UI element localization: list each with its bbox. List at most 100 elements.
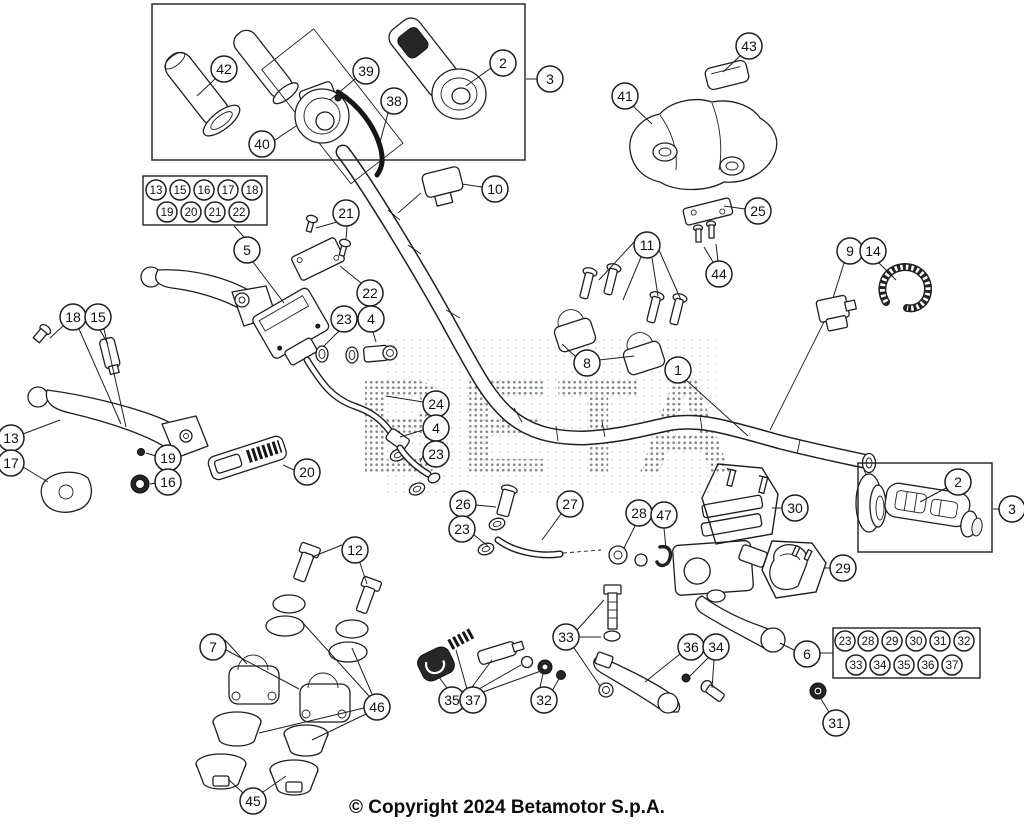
callout-12 [341,536,369,564]
callout-8 [573,349,601,377]
ref-23 [834,630,856,652]
callout-3 [998,495,1024,523]
callout-label: 29 [835,560,851,576]
leader-line [224,639,248,665]
right-grip-art [855,473,983,538]
cable-adjuster-art [207,435,287,481]
callout-44 [705,260,733,288]
callout-label: 33 [558,629,574,645]
callout-43 [735,32,763,60]
callout-label: 17 [3,455,19,471]
leader-line [573,647,601,687]
front-master-cylinder-art [140,266,398,366]
ref-label: 18 [246,185,259,197]
leader-line [779,642,795,651]
leader-line [345,225,348,241]
ref-19 [156,201,178,223]
clutch-lever-art [27,323,209,494]
leader-line [598,240,636,281]
clamp-group-hex [761,540,827,599]
right-grip-group-box [857,462,993,553]
leader-line [723,205,746,210]
callout-label: 23 [454,521,470,537]
ref-label: 13 [150,185,163,197]
callout-label: 4 [432,420,440,436]
ref-label: 15 [174,185,187,197]
leader-line [820,698,830,713]
leader-line [651,257,659,297]
lever-cover-art [40,471,93,513]
clamp-bolts-art [293,541,383,615]
clutch-hose-art [303,356,441,496]
brake-hose-art [477,484,673,568]
leader-line [878,262,897,281]
callout-label: 42 [216,61,232,77]
callout-label: 8 [583,355,591,371]
leader-line [311,544,343,558]
callout-label: 35 [444,692,460,708]
lever-boot-art [417,646,455,682]
switch-art [397,166,464,214]
callout-label: 2 [499,55,507,71]
callout-40 [248,130,276,158]
callout-label: 41 [617,88,633,104]
leader-line [315,221,338,229]
left-grip-art [164,51,241,137]
leader-line [551,678,560,692]
callout-37 [459,686,487,714]
ref-20 [180,201,202,223]
leader-line [832,262,845,299]
ref-30 [905,630,927,652]
leader-line [372,331,377,343]
callout-label: 11 [640,237,655,253]
ref-33 [845,654,867,676]
callout-label: 37 [465,692,481,708]
callout-16 [154,468,182,496]
leader-line [541,513,562,541]
leader-line [196,78,216,97]
callout-38 [380,87,408,115]
callout-2 [944,468,972,496]
callout-label: 22 [362,285,378,301]
copyright-text: © Copyright 2024 Betamotor S.p.A. [349,797,665,818]
leader-line [561,343,577,358]
bracket-art [291,214,352,281]
ref-34 [869,654,891,676]
bar-pad-art [629,99,778,191]
clutch-parts-kit-box [142,175,268,226]
callout-11 [633,231,661,259]
callout-4 [357,305,385,333]
ref-label: 36 [922,660,935,672]
callout-label: 3 [1008,501,1016,517]
leader-line [539,673,544,688]
leader-line [311,713,367,741]
leader-line [385,395,424,403]
leader-line [258,707,365,734]
ref-21 [204,201,226,223]
callout-2 [489,49,517,77]
kill-switch-art [769,294,857,431]
throttle-housing-art [294,81,350,144]
spiral-clip-art [878,263,933,313]
leader-line [22,466,49,483]
leader-line [576,599,605,631]
callout-label: 23 [336,311,352,327]
leader-line [689,657,709,677]
leader-line [473,534,489,547]
ref-label: 20 [185,207,198,219]
callout-23 [330,305,358,333]
callout-46 [363,693,391,721]
leader-line [78,328,122,425]
leader-line [329,78,356,101]
callout-21 [332,199,360,227]
callout-label: 44 [711,266,727,282]
leader-line [22,419,61,435]
callout-7 [199,633,227,661]
callout-label: 21 [338,205,354,221]
leader-line [322,330,340,348]
callout-42 [210,55,238,83]
ref-18 [241,179,263,201]
callout-label: 13 [3,430,19,446]
